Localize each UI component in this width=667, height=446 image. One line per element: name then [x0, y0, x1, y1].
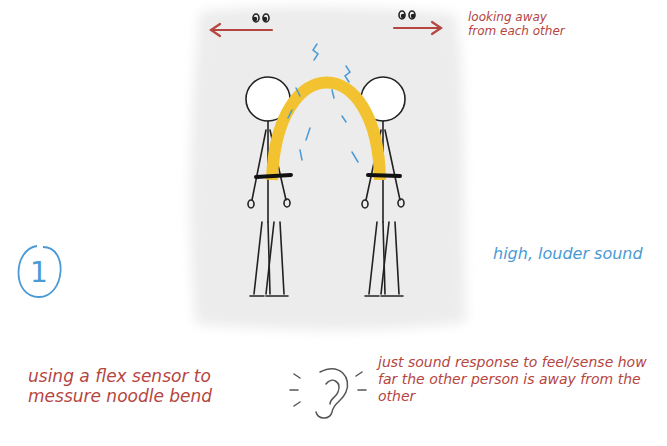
callout-circle: 1	[12, 244, 66, 300]
annotation-note: looking away from each other	[468, 10, 568, 39]
right-belt	[368, 175, 400, 176]
left-arrow	[211, 24, 272, 36]
grey-background	[190, 7, 466, 330]
right-arrow	[394, 22, 441, 34]
pool-noodle	[272, 83, 380, 181]
right-eyes	[399, 11, 415, 19]
sensor-note: using a flex sensor to messure noodle be…	[28, 366, 258, 407]
callout-number: 1	[12, 244, 66, 300]
left-eyes	[253, 14, 269, 22]
left-belt	[256, 175, 291, 177]
response-note: just sound response to feel/sense how fa…	[378, 354, 660, 404]
sound-note: high, louder sound	[493, 244, 663, 263]
vibration-marks	[288, 44, 358, 162]
ear-icon	[290, 369, 366, 418]
